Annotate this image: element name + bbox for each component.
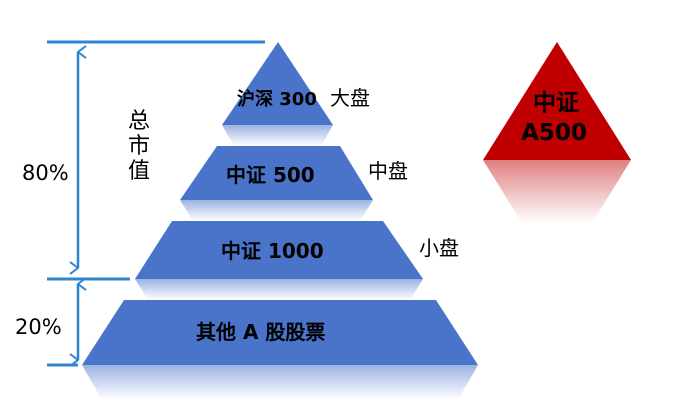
upper-percentage: 80% [22, 161, 69, 185]
axis-title-char-3: 值 [128, 159, 150, 184]
tier-1-side-label: 大盘 [330, 86, 370, 110]
csi-a500-label-line1: 中证 [533, 90, 579, 116]
tier-2-mid-cap [180, 146, 373, 200]
csi-a500-triangle [483, 42, 631, 160]
tier-2-label: 中证 500 [226, 163, 315, 187]
tier-4-reflection [82, 365, 478, 400]
tier-3-side-label: 小盘 [419, 236, 459, 260]
tier-2-side-label: 中盘 [368, 159, 408, 183]
tier-1-reflection [222, 125, 333, 146]
tier-1-label: 沪深 300 [237, 88, 317, 110]
tier-1-large-cap [222, 42, 333, 125]
csi-a500-label-line2: A500 [521, 120, 587, 146]
tier-3-reflection [135, 279, 423, 300]
tier-4-other [82, 300, 478, 365]
csi-a500-reflection [483, 160, 631, 223]
lower-percentage: 20% [15, 315, 62, 339]
axis-title-char-1: 总 [128, 109, 150, 134]
axis-title-char-2: 市 [128, 134, 150, 159]
tier-4-label: 其他 A 股股票 [196, 320, 325, 344]
tier-3-label: 中证 1000 [221, 239, 324, 263]
tier-2-reflection [180, 200, 373, 221]
tier-3-small-cap [135, 221, 423, 279]
